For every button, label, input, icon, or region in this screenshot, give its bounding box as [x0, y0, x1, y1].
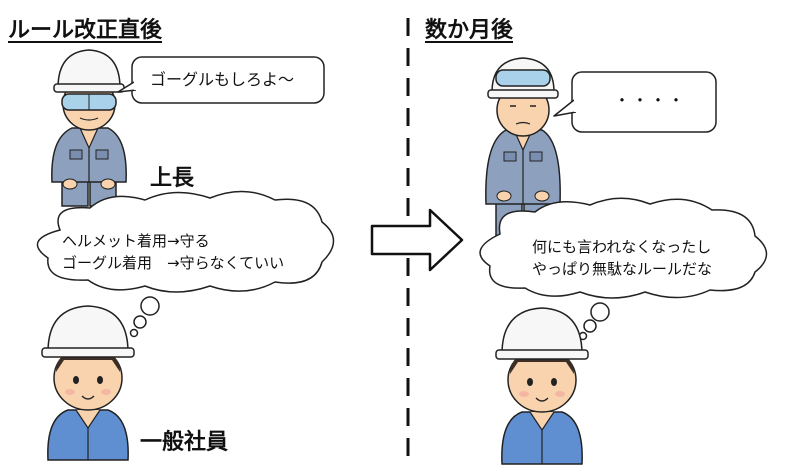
- boss-speech-text-right: ・・・・: [614, 91, 687, 110]
- worker-figure-left: [41, 305, 135, 461]
- transition-arrow-icon: [370, 208, 464, 272]
- thought-cloud-left: [36, 190, 335, 338]
- left-heading: ルール改正直後: [8, 18, 163, 43]
- boss-speech-text-left: ゴーグルもしろよ〜: [150, 70, 295, 89]
- boss-speech-bubble-right: [553, 71, 717, 133]
- right-heading: 数か月後: [425, 18, 514, 43]
- boss-speech-bubble-left: [117, 56, 325, 104]
- worker-figure-right: [495, 307, 589, 465]
- boss-label: 上長: [150, 166, 195, 191]
- helmet-icon: [501, 307, 583, 355]
- helmet-icon: [57, 49, 121, 89]
- thought-line-left-1: ヘルメット着用→守る: [62, 232, 210, 250]
- goggles-icon: [495, 69, 551, 87]
- thought-cloud-right: [479, 197, 768, 341]
- helmet-icon: [47, 305, 129, 353]
- thought-line-right-1: 何にも言われなくなったし: [532, 238, 712, 256]
- thought-line-right-2: やっぱり無駄なルールだな: [532, 260, 713, 278]
- boss-figure-left: [51, 49, 127, 207]
- worker-label: 一般社員: [140, 430, 229, 455]
- thought-line-left-2: ゴーグル着用 →守らなくていい: [62, 254, 285, 272]
